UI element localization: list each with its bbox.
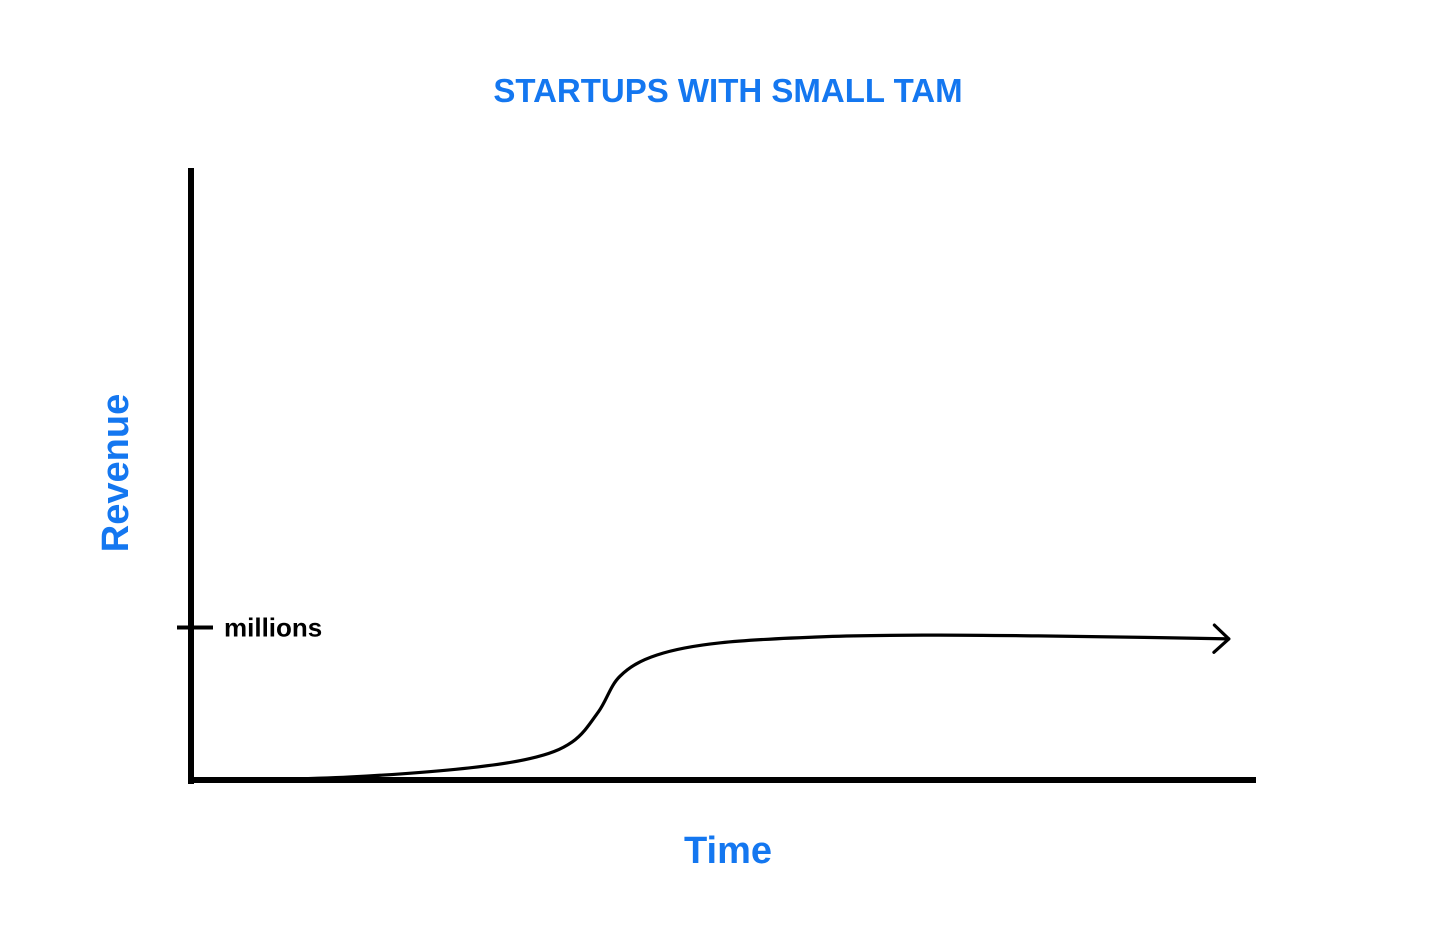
x-axis-label: Time	[684, 830, 772, 872]
revenue-line	[252, 633, 1231, 782]
y-axis-label: Revenue	[95, 394, 137, 552]
y-tick-label: millions	[224, 613, 322, 643]
chart-title: STARTUPS WITH SMALL TAM	[493, 72, 962, 109]
arrow-head-icon	[1212, 623, 1231, 654]
y-ticks: millions	[177, 613, 322, 643]
